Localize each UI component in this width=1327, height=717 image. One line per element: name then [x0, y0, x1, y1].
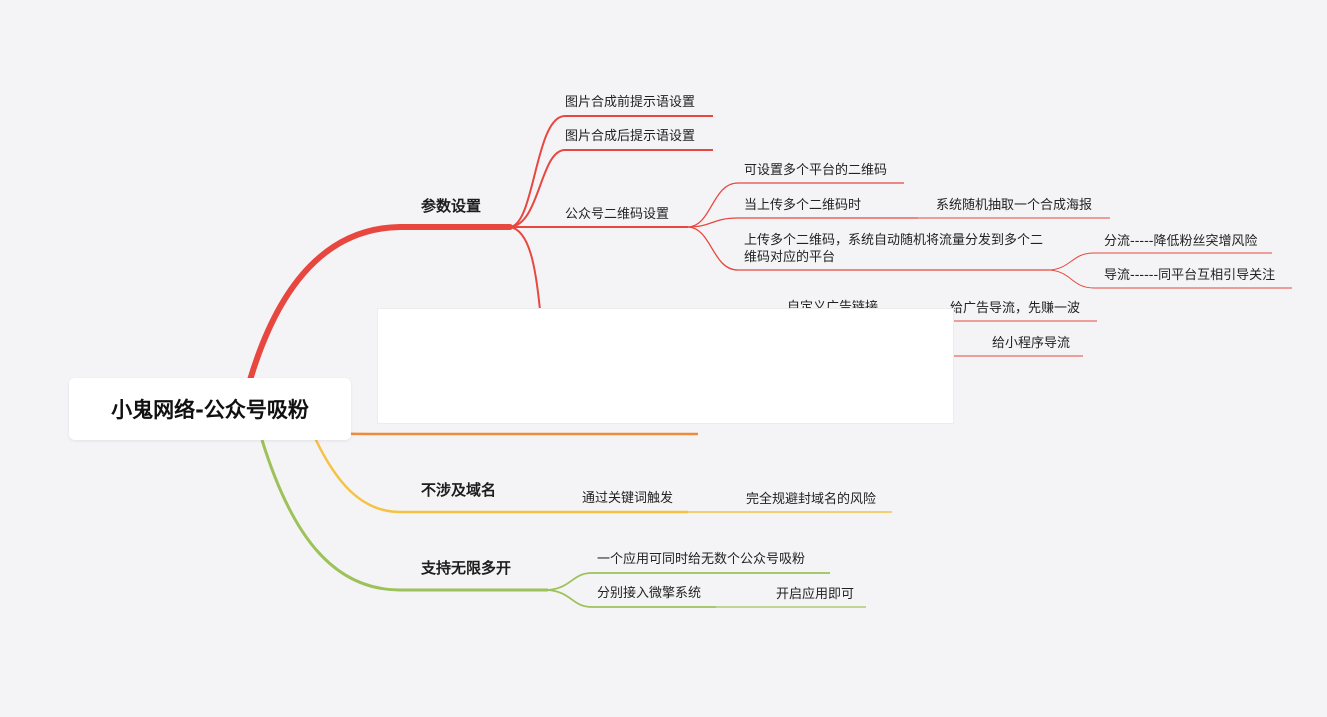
node-keyword[interactable]: 通过关键词触发	[582, 491, 674, 506]
link-params-ad	[509, 226, 541, 311]
node-params[interactable]: 参数设置	[421, 197, 482, 215]
node-post-tip[interactable]: 图片合成后提示语设置	[565, 129, 696, 144]
node-ad-link-partial[interactable]: 自定义广告链接	[787, 300, 879, 308]
link-qr-upload	[687, 217, 918, 228]
node-multi-platform[interactable]: 可设置多个平台的二维码	[744, 163, 888, 178]
node-no-domain[interactable]: 不涉及域名	[421, 481, 497, 499]
link-auto-guide	[1049, 269, 1292, 289]
link-qr-multi	[687, 182, 904, 228]
node-ad-traffic[interactable]: 给广告导流，先赚一波	[950, 301, 1081, 316]
node-unlimited[interactable]: 支持无限多开	[421, 559, 512, 577]
node-ad-link-partial-clip: 自定义广告链接	[787, 299, 897, 308]
node-random-pick[interactable]: 系统随机抽取一个合成海报	[936, 198, 1093, 213]
link-params-post	[509, 149, 713, 228]
node-guide[interactable]: 导流------同平台互相引导关注	[1104, 268, 1276, 283]
link-root-no-domain	[313, 437, 688, 514]
node-auto-distribute[interactable]: 上传多个二维码，系统自动随机将流量分发到多个二维码对应的平台	[744, 233, 1044, 265]
overlay-panel	[377, 308, 954, 424]
link-qr-auto	[687, 226, 1050, 271]
node-mini-program[interactable]: 给小程序导流	[992, 336, 1071, 351]
node-qr-setting[interactable]: 公众号二维码设置	[565, 207, 670, 222]
link-root-unlimited	[260, 439, 548, 592]
link-unlimited-separate	[547, 589, 716, 608]
link-auto-divert	[1049, 252, 1272, 271]
node-enable[interactable]: 开启应用即可	[776, 587, 855, 602]
node-upload-multi[interactable]: 当上传多个二维码时	[744, 198, 862, 213]
node-one-app[interactable]: 一个应用可同时给无数个公众号吸粉	[597, 552, 806, 567]
node-divert[interactable]: 分流-----降低粉丝突增风险	[1104, 234, 1258, 249]
node-avoid[interactable]: 完全规避封域名的风险	[746, 492, 877, 507]
node-pre-tip[interactable]: 图片合成前提示语设置	[565, 95, 696, 110]
link-params-pre	[509, 115, 713, 228]
root-node[interactable]: 小鬼网络-公众号吸粉	[69, 378, 351, 440]
link-root-orange	[311, 430, 698, 436]
root-label: 小鬼网络-公众号吸粉	[111, 398, 309, 422]
node-separate[interactable]: 分别接入微擎系统	[597, 586, 702, 601]
link-unlimited-one	[547, 572, 830, 591]
link-root-params	[247, 224, 513, 383]
